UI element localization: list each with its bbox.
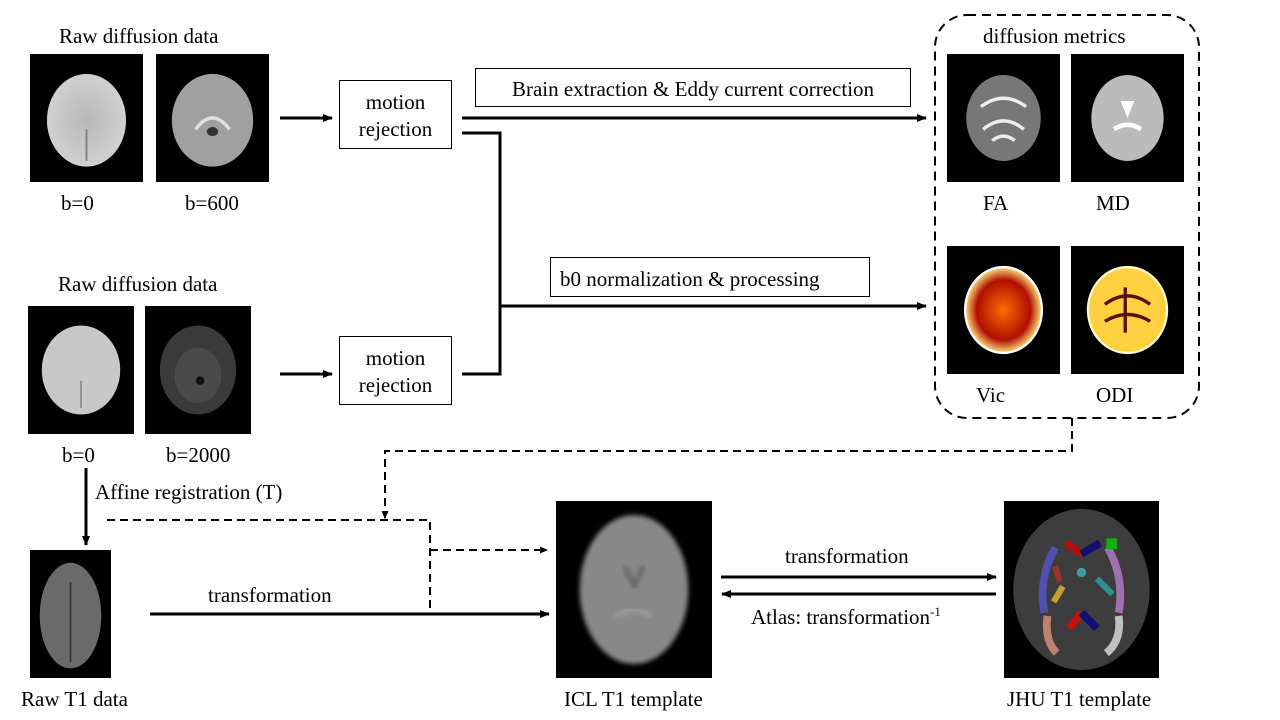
top-group-title: Raw diffusion data [59,24,219,48]
top-motion-rejection-line2: rejection [358,117,433,142]
top-b0-image [30,54,143,182]
metric-fa-label: FA [983,191,1009,215]
brain-icl-icon [579,514,689,665]
brain-vic-icon [963,265,1044,355]
brain-b600-icon [171,73,254,167]
top-b0-label: b=0 [61,191,94,215]
dashed-metrics-feedback [381,418,1073,519]
metric-vic-label: Vic [976,383,1006,407]
bottom-motion-rejection-line1: motion [365,346,426,370]
bottom-b0-label: b=0 [62,443,95,467]
metric-vic-image [947,246,1060,374]
brain-md-icon [1091,75,1164,161]
bottom-group-title: Raw diffusion data [58,272,218,296]
brain-b2000-icon [159,325,237,415]
transformation-inverse-prefix: Atlas: transformation [751,605,931,629]
brain-extraction-box: Brain extraction & Eddy current correcti… [475,68,911,107]
transformation-t1-label: transformation [208,583,332,607]
b0-normalization-label: b0 normalization & processing [560,267,820,291]
top-motion-rejection-line1: motion [365,90,426,114]
top-motion-rejection-box: motion rejection [339,80,452,149]
raw-t1-image [30,550,111,678]
merge-bracket [462,131,502,376]
brain-odi-icon [1086,265,1169,355]
metric-md-label: MD [1096,191,1130,215]
transformation-inverse-superscript: -1 [930,604,941,619]
brain-fa-icon [966,75,1041,161]
affine-registration-label: Affine registration (T) [95,480,283,504]
raw-t1-label: Raw T1 data [21,687,128,711]
jhu-t1-image [1004,501,1159,678]
metric-odi-label: ODI [1096,383,1134,407]
bottom-motion-rejection-line2: rejection [358,373,433,398]
top-b600-image [156,54,269,182]
brain-extraction-label: Brain extraction & Eddy current correcti… [511,77,875,101]
metrics-title: diffusion metrics [983,24,1126,48]
top-b600-label: b=600 [185,191,239,215]
icl-t1-label: ICL T1 template [564,687,703,711]
brain-raw-t1-icon [39,562,102,669]
transformation-forward-label: transformation [785,544,909,568]
brain-b0-icon [41,325,121,415]
bottom-b2000-image [145,306,251,434]
metric-md-image [1071,54,1184,182]
metric-odi-image [1071,246,1184,374]
bottom-motion-rejection-box: motion rejection [339,336,452,405]
brain-b0-icon [46,73,127,167]
icl-t1-image [556,501,712,678]
brain-jhu-atlas-icon [1013,508,1150,671]
transformation-inverse-label: Atlas: transformation-1 [751,605,941,628]
dashed-affine-branch [107,519,431,614]
b0-normalization-box: b0 normalization & processing [550,257,870,297]
metric-fa-image [947,54,1060,182]
jhu-t1-label: JHU T1 template [1007,687,1152,711]
bottom-b2000-label: b=2000 [166,443,231,467]
metrics-group-border [934,14,1200,419]
bottom-b0-image [28,306,134,434]
